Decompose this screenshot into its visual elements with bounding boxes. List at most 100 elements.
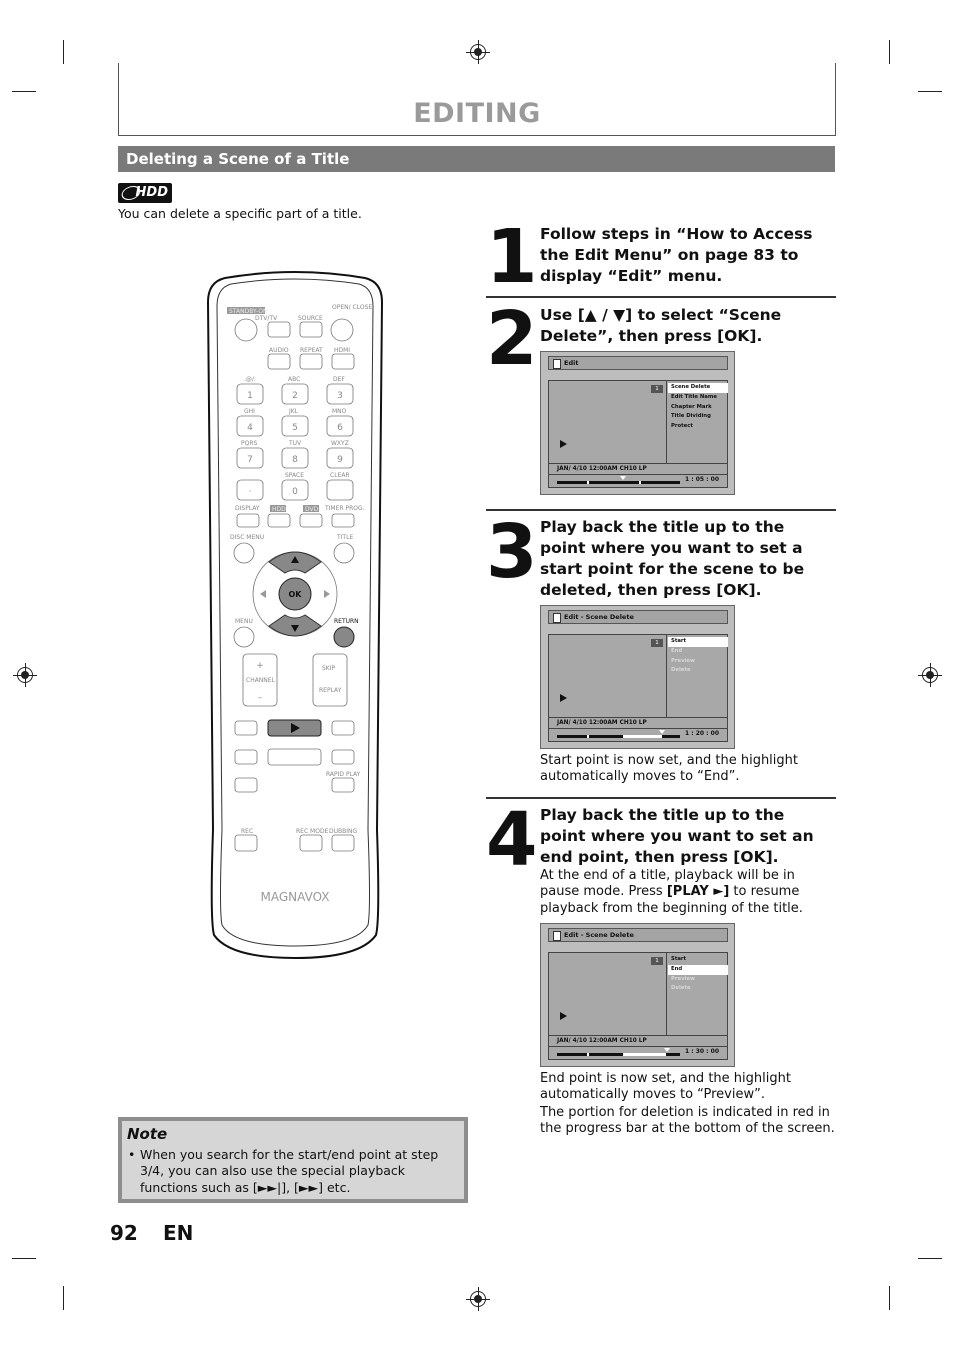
osd-progress-marked <box>623 735 662 738</box>
remote-label: AUDIO <box>269 347 289 354</box>
remote-label: STANDBY-ON <box>229 308 268 315</box>
registration-mark-icon <box>466 1287 490 1311</box>
registration-mark-icon <box>466 40 490 64</box>
remote-label: RETURN <box>334 618 359 625</box>
remote-label: REPEAT <box>300 347 323 354</box>
step-body-part: to resume playback from the beginning of… <box>540 884 803 916</box>
step-instruction: Use [▲ / ▼] to select “Scene Delete”, th… <box>540 306 782 345</box>
osd-progress-bar <box>557 481 680 484</box>
registration-mark-icon <box>13 663 37 687</box>
step-instruction: Play back the title up to the point wher… <box>540 518 805 599</box>
osd-header: Edit - Scene Delete <box>548 928 728 942</box>
osd-video-area: 1 <box>549 953 667 1035</box>
intro-text: You can delete a specific part of a titl… <box>118 206 362 221</box>
step-divider <box>486 296 836 298</box>
page-number: 92 <box>110 1221 138 1245</box>
remote-label: TUV <box>288 440 302 447</box>
step-divider <box>486 509 836 511</box>
osd-menu-item[interactable]: Delete <box>671 985 691 992</box>
remote-digit: 4 <box>247 423 253 433</box>
registration-mark-icon <box>918 663 942 687</box>
osd-screen: Edit - Scene Delete 1 Start End Preview … <box>540 605 735 749</box>
osd-time: 1 : 30 : 00 <box>684 1048 719 1055</box>
osd-menu-item[interactable]: Start <box>671 956 687 962</box>
remote-digit: 5 <box>292 423 298 433</box>
remote-label: REPLAY <box>319 687 342 694</box>
osd-menu-item[interactable]: Chapter Mark <box>671 403 712 410</box>
step-number: 2 <box>486 296 537 382</box>
remote-label: OK <box>289 590 303 599</box>
step-result-text: Start point is now set, and the highligh… <box>540 753 798 785</box>
remote-digit: 0 <box>292 487 298 497</box>
step-body-text: At the end of a title, playback will be … <box>540 868 836 917</box>
crop-mark <box>63 40 64 64</box>
osd-menu-item[interactable]: Protect <box>671 423 693 430</box>
osd-menu: Scene Delete Edit Title Name Chapter Mar… <box>668 383 728 432</box>
title-frame <box>118 63 836 136</box>
osd-header: Edit <box>548 356 728 370</box>
osd-screen: Edit 1 Scene Delete Edit Title Name Chap… <box>540 351 735 495</box>
osd-menu: Start End Preview Delete <box>668 955 728 994</box>
osd-video-area: 1 <box>549 635 667 717</box>
remote-control-illustration: .rl { font-family:"DejaVu Sans", sans-se… <box>206 271 384 960</box>
osd-menu-item[interactable]: Preview <box>671 975 695 982</box>
osd-status: JAN/ 4/10 12:00AM CH10 LP <box>549 1035 727 1046</box>
remote-label: REC MODE <box>296 828 329 835</box>
osd-progress-bar <box>557 1053 680 1056</box>
osd-menu-item[interactable]: End <box>671 647 683 654</box>
svg-text:–: – <box>258 693 263 703</box>
section-title: Deleting a Scene of a Title <box>126 150 350 168</box>
remote-label: REC <box>241 828 253 835</box>
remote-label: DEF <box>333 376 345 383</box>
osd-menu-item[interactable]: Title Dividing <box>671 413 711 420</box>
remote-label: DISPLAY <box>235 505 260 512</box>
step-divider <box>486 797 836 799</box>
remote-label: ABC <box>288 376 300 383</box>
crop-mark <box>918 91 942 92</box>
remote-label: HDD <box>272 506 286 513</box>
remote-digit: 1 <box>247 391 253 401</box>
osd-screen: Edit - Scene Delete 1 Start End Preview … <box>540 923 735 1067</box>
remote-digit: · <box>249 487 252 497</box>
page-title: EDITING <box>413 98 541 129</box>
osd-menu: Start End Preview Delete <box>668 637 728 676</box>
osd-menu-item[interactable]: Start <box>668 637 728 647</box>
osd-progress-marked <box>623 1053 666 1056</box>
remote-label: DUBBING <box>329 828 358 835</box>
note-box: Note • When you search for the start/end… <box>118 1117 468 1203</box>
osd-menu-item[interactable]: End <box>668 964 728 975</box>
remote-label: HDMI <box>334 347 350 354</box>
crop-mark <box>918 1258 942 1259</box>
remote-label: WXYZ <box>331 440 349 447</box>
hdd-badge: HDD <box>118 183 172 203</box>
osd-progress-bar <box>557 735 680 738</box>
note-text: When you search for the start/end point … <box>140 1147 439 1195</box>
svg-text:+: + <box>256 661 264 671</box>
remote-label: TIMER PROG. <box>324 505 365 512</box>
osd-menu-item[interactable]: Delete <box>671 667 691 674</box>
osd-menu-item[interactable]: Edit Title Name <box>671 393 717 400</box>
remote-digit: 6 <box>337 423 343 433</box>
remote-label: PQRS <box>241 440 258 447</box>
remote-digit: 9 <box>337 455 343 465</box>
osd-time: 1 : 05 : 00 <box>684 476 719 483</box>
remote-label: CLEAR <box>330 472 350 479</box>
remote-brand: MAGNAVOX <box>261 890 330 904</box>
step-number: 3 <box>486 509 537 595</box>
remote-label: OPEN/ CLOSE <box>332 304 372 311</box>
osd-menu-item[interactable]: Preview <box>671 657 695 664</box>
crop-mark <box>889 40 890 64</box>
remote-digit: 2 <box>292 391 298 401</box>
play-icon <box>560 440 567 448</box>
note-title: Note <box>127 1125 168 1143</box>
osd-position-marker <box>664 1048 670 1052</box>
play-icon <box>560 1012 567 1020</box>
step-instruction: Follow steps in “How to Access the Edit … <box>540 225 813 285</box>
hdd-badge-label: HDD <box>135 185 168 200</box>
remote-label: DVD <box>305 506 319 513</box>
step-result-text: End point is now set, and the highlight … <box>540 1071 791 1103</box>
osd-menu-item[interactable]: Scene Delete <box>668 383 728 393</box>
crop-mark <box>889 1286 890 1310</box>
osd-position-marker <box>659 730 665 734</box>
step-number: 4 <box>486 797 537 883</box>
